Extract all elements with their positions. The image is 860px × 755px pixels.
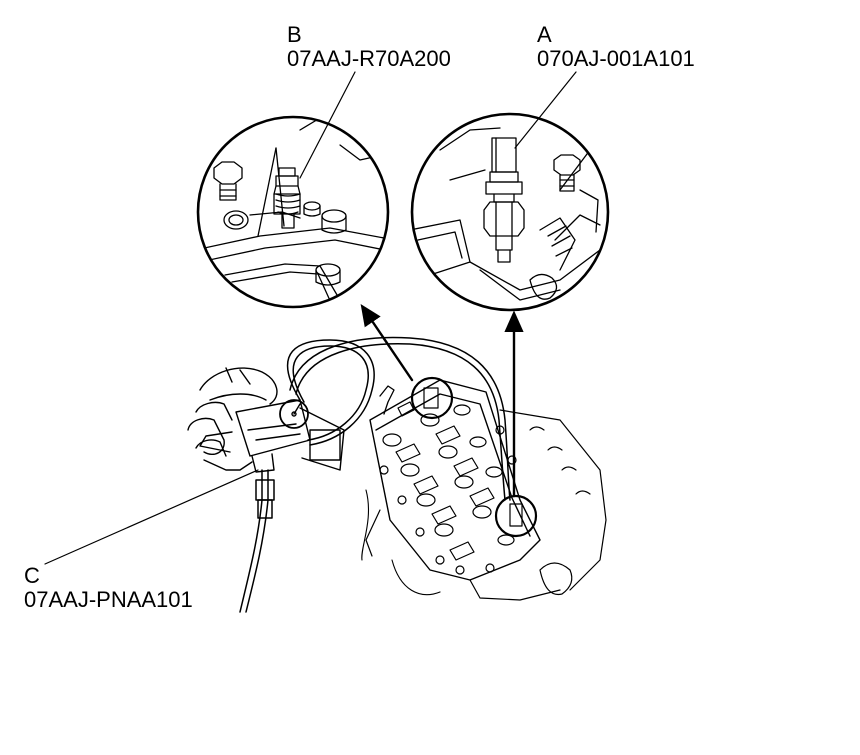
callout-a: A 070AJ-001A101 <box>537 23 695 71</box>
gauge-hoses <box>239 336 511 613</box>
callout-b-part-number: 07AAJ-R70A200 <box>287 46 451 71</box>
engine-bay-outline <box>361 489 441 596</box>
callout-c-letter: C <box>24 563 40 588</box>
detail-circle-b <box>196 115 390 309</box>
callout-b-letter: B <box>287 22 302 47</box>
callout-a-part-number: 070AJ-001A101 <box>537 46 695 71</box>
compression-gauge-in-hand <box>187 367 345 473</box>
callout-c: C 07AAJ-PNAA101 <box>24 564 193 612</box>
callout-a-letter: A <box>537 22 552 47</box>
leader-line-a <box>514 71 577 149</box>
callout-b: B 07AAJ-R70A200 <box>287 23 451 71</box>
detail-circle-a <box>410 112 610 312</box>
leader-line-b <box>299 71 356 179</box>
callout-c-part-number: 07AAJ-PNAA101 <box>24 587 193 612</box>
leader-line-c <box>44 469 259 565</box>
cylinder-head-illustration <box>365 376 607 601</box>
arrow-to-detail-b <box>360 304 414 382</box>
